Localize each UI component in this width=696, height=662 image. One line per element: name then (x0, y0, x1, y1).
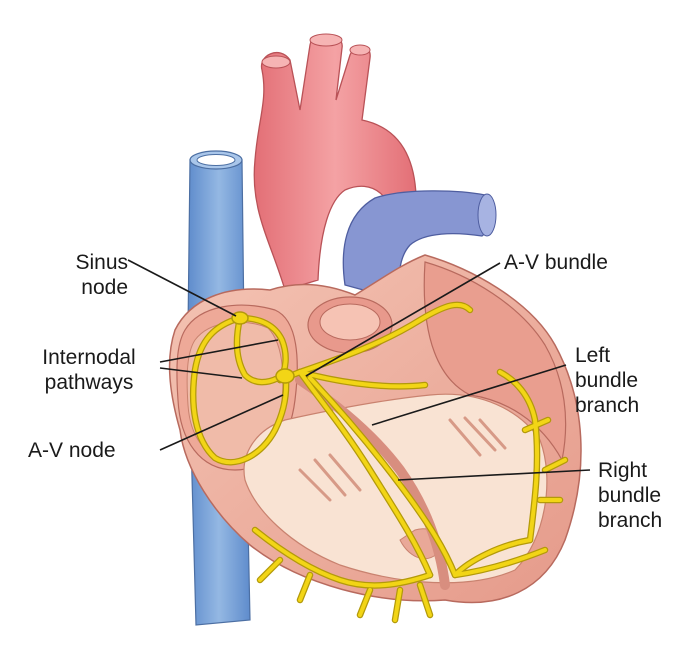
label-right-line1: Right (598, 459, 648, 482)
label-av-bundle: A-V bundle (504, 250, 608, 275)
label-internodal-line2: pathways (44, 371, 134, 394)
label-internodal-pathways: Internodal pathways (22, 345, 156, 395)
leader-right-bundle (397, 469, 591, 481)
leader-av-node (159, 394, 284, 451)
label-av-node: A-V node (28, 438, 116, 463)
label-left-line3: branch (575, 394, 640, 417)
leader-av-bundle (305, 262, 501, 377)
label-right-bundle-branch: Right bundle branch (598, 458, 662, 533)
leader-lines (127, 259, 591, 481)
sinus-node-mark (231, 311, 249, 325)
label-left-line2: bundle (575, 369, 639, 392)
leader-sinus-node (127, 259, 237, 317)
label-av-node-line1: A-V node (28, 439, 116, 462)
label-internodal-line1: Internodal (42, 346, 136, 369)
label-right-line3: branch (598, 509, 663, 532)
heart-body (168, 254, 582, 604)
label-sinus-node-line2: node (81, 276, 128, 299)
av-node-mark (275, 368, 295, 384)
conduction-system (189, 301, 569, 624)
label-right-line2: bundle (598, 484, 662, 507)
label-left-bundle-branch: Left bundle branch (575, 343, 639, 418)
leader-internodal-1 (159, 339, 279, 363)
leader-internodal-2 (159, 367, 243, 379)
label-av-bundle-line1: A-V bundle (504, 251, 608, 274)
label-sinus-node-line1: Sinus (75, 251, 128, 274)
label-left-line1: Left (575, 344, 611, 367)
leader-left-bundle (371, 364, 567, 426)
label-sinus-node: Sinus node (40, 250, 128, 300)
pulmonary-artery (342, 190, 497, 301)
